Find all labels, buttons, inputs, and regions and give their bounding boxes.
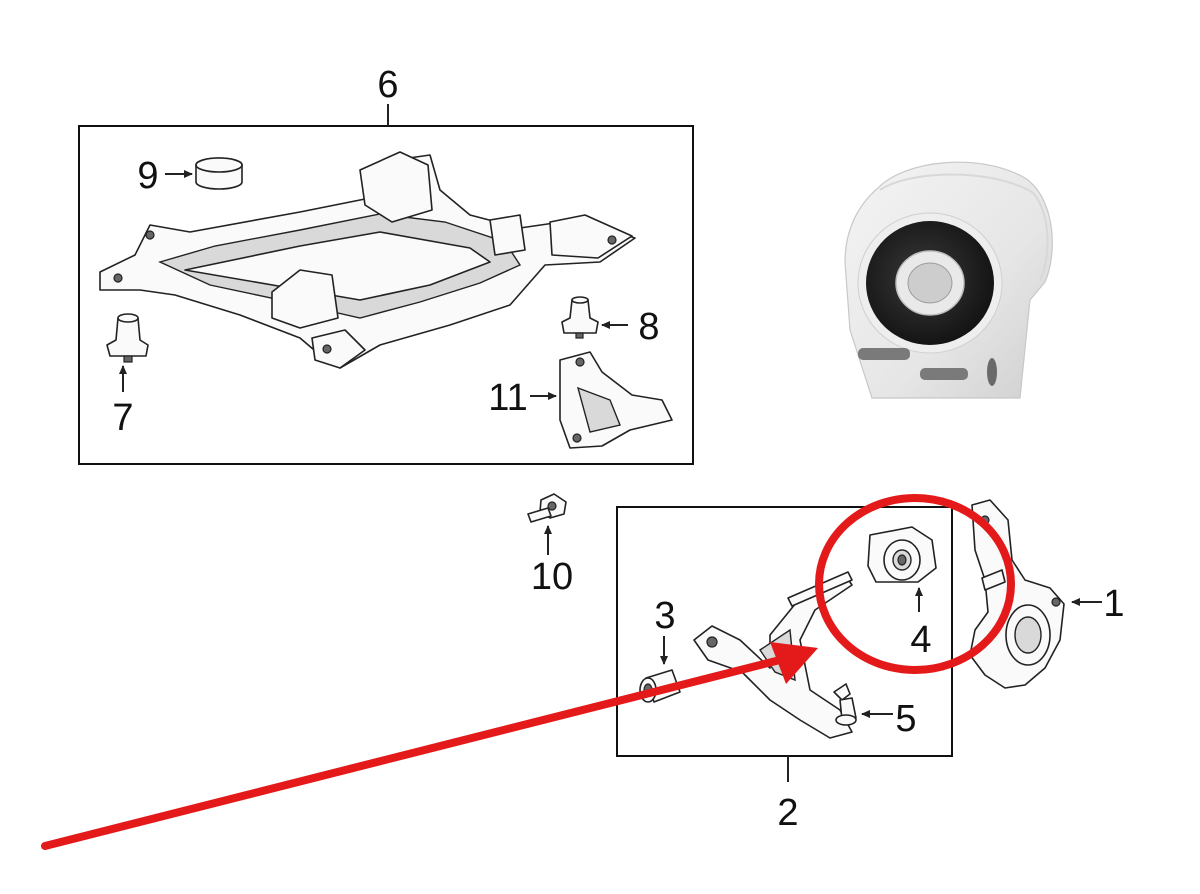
callout-5: 5: [895, 698, 916, 740]
callout-11: 11: [488, 377, 527, 419]
control-arm-frame: [616, 506, 953, 757]
callout-8: 8: [638, 306, 659, 348]
callout-3: 3: [654, 595, 675, 637]
red-arrow-icon: [41, 642, 818, 850]
bushing-part-4: [867, 526, 937, 583]
subframe-cradle: [99, 151, 636, 369]
mount-part-8: [561, 296, 599, 339]
bracket-part-11: [559, 351, 673, 449]
bolt-part-10: [527, 493, 567, 523]
callout-10: 10: [531, 556, 573, 598]
steering-knuckle-part-1: [969, 499, 1065, 689]
callout-9: 9: [137, 155, 158, 197]
callout-2: 2: [777, 792, 798, 834]
callout-6: 6: [377, 64, 398, 106]
pad-part-9: [195, 157, 243, 190]
bushing-photo: [844, 161, 1053, 399]
control-arm-group: 2 3 4 5: [616, 506, 953, 834]
red-circle-highlight: [815, 494, 1015, 674]
lower-control-arm: [693, 571, 853, 739]
callout-1: 1: [1103, 583, 1124, 625]
mount-part-7: [106, 313, 149, 363]
callout-4: 4: [910, 619, 931, 661]
ball-joint-part-5: [833, 683, 857, 726]
callout-7: 7: [112, 397, 133, 439]
subframe-frame: [78, 125, 694, 465]
subframe-group: 6 9 7: [78, 64, 694, 465]
